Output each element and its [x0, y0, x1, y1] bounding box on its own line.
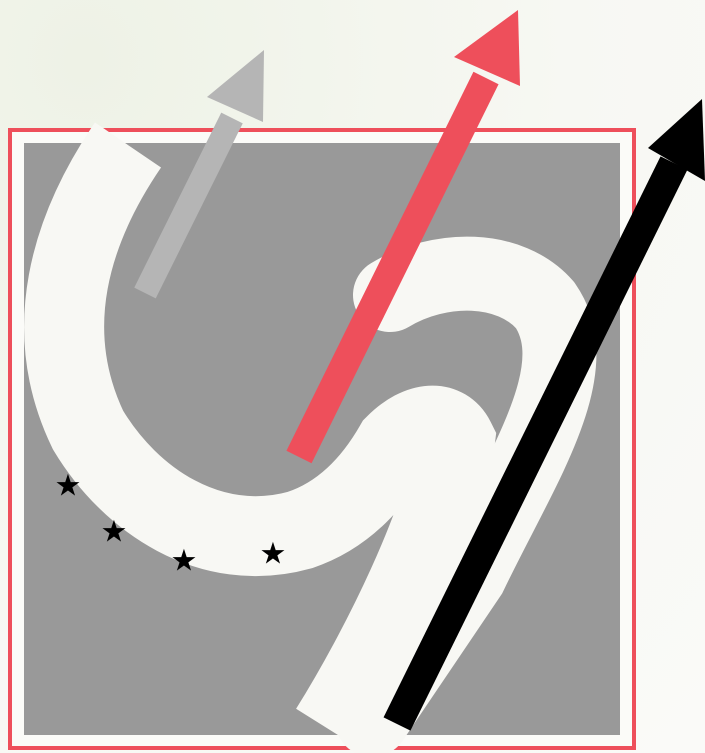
star-icon: ★ [55, 469, 82, 504]
up-right-arrow-icon [207, 50, 264, 122]
up-right-arrow-icon [454, 10, 520, 86]
star-icon: ★ [260, 537, 287, 572]
star-icon: ★ [171, 544, 198, 579]
star-icon: ★ [101, 515, 128, 550]
